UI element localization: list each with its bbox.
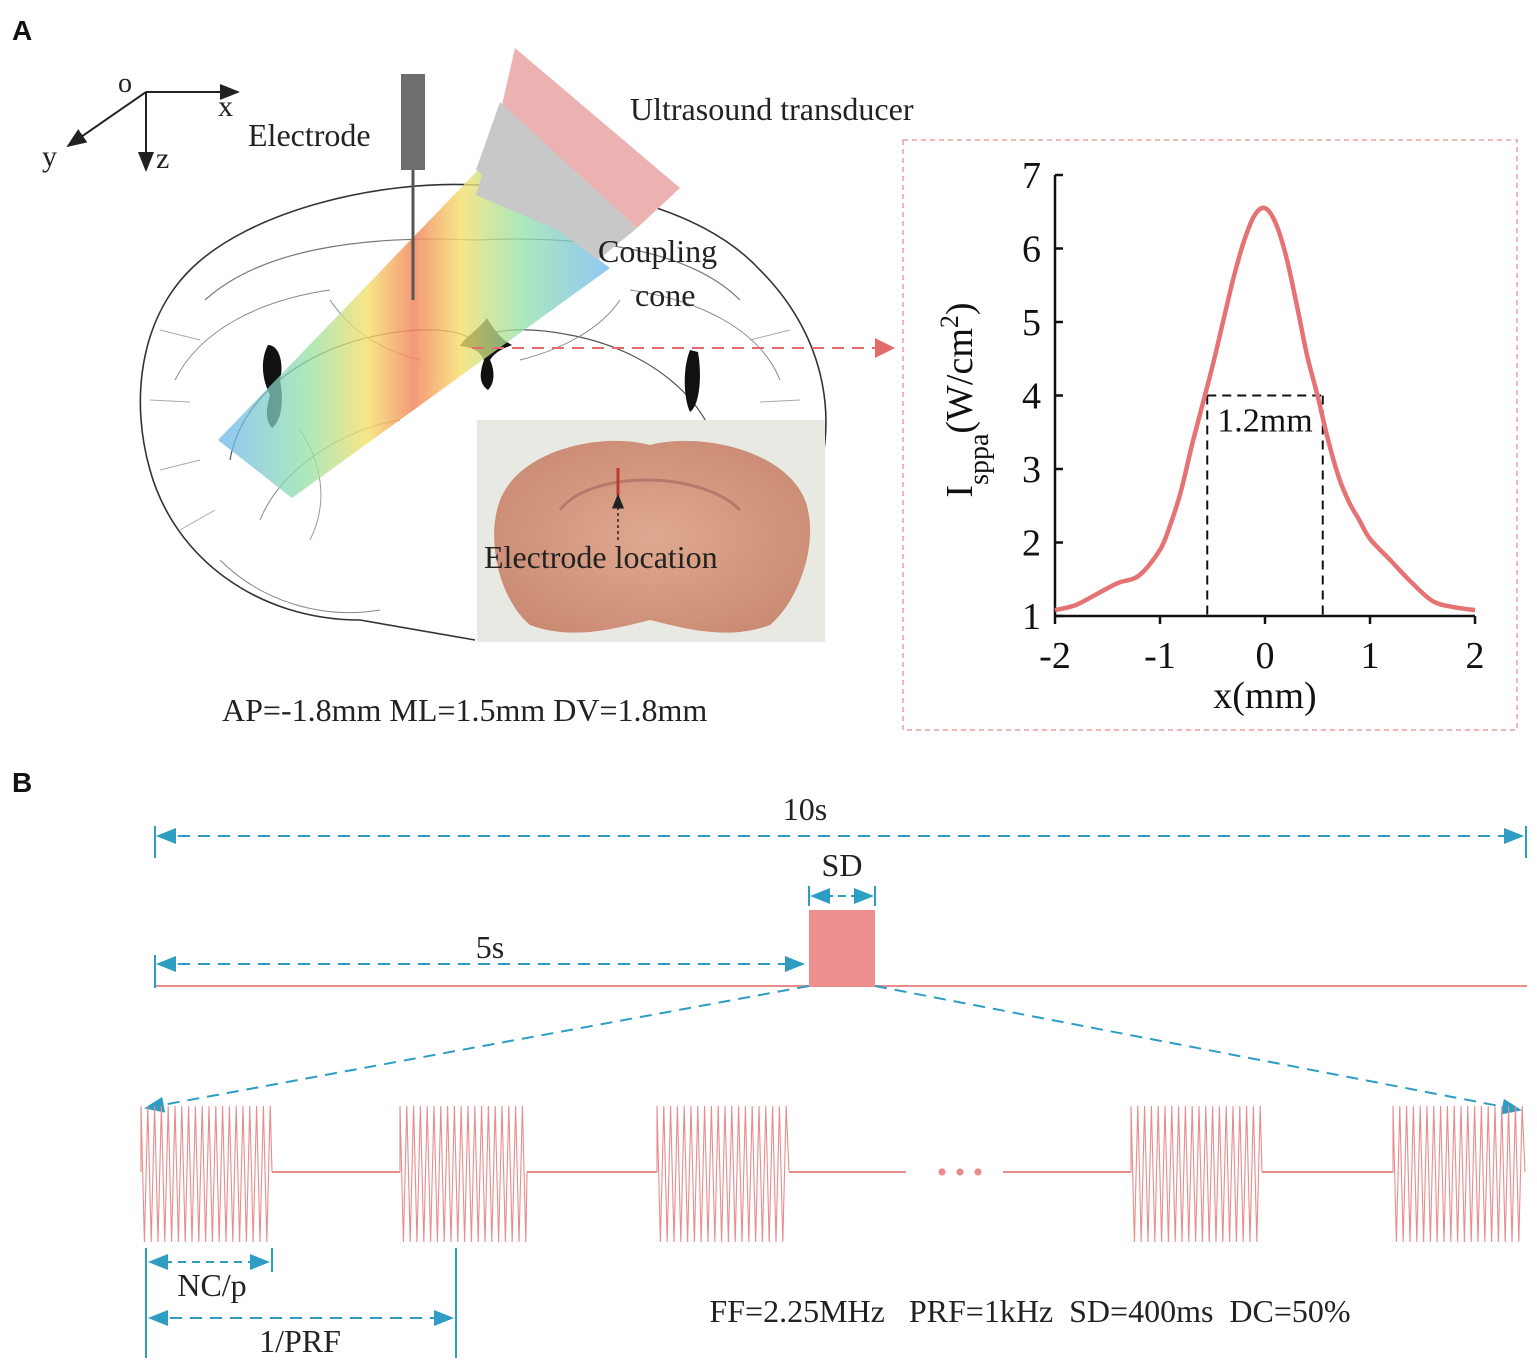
axis-y-label: y [42, 140, 57, 173]
fwhm-label: 1.2mm [1217, 403, 1312, 440]
panel-a-label: A [12, 15, 32, 46]
total-duration-label: 10s [783, 791, 827, 827]
stereotaxic-coordinates: AP=-1.8mm ML=1.5mm DV=1.8mm [222, 692, 707, 728]
x-tick-label: -2 [1039, 635, 1071, 677]
y-axis-title-superscript: 2 [935, 315, 964, 328]
x-tick-label: -1 [1144, 635, 1176, 677]
y-axis-title: Isppa(W/cm2) [935, 302, 995, 497]
y-tick-label: 3 [1022, 449, 1041, 491]
chart-axes [1053, 175, 1475, 618]
axis-origin-label: o [118, 68, 132, 99]
ultrasound-burst [399, 1105, 528, 1243]
intensity-curve [1054, 205, 1476, 613]
ultrasound-beam [218, 170, 610, 498]
coupling-label-line1: Coupling [598, 233, 717, 269]
electrode-label: Electrode [248, 117, 371, 153]
pulse-train-ellipsis: • • • [937, 1156, 984, 1189]
x-tick-label: 1 [1361, 635, 1380, 677]
y-tick-label: 7 [1022, 155, 1041, 197]
y-tick-label: 1 [1022, 596, 1041, 638]
x-axis-title: x(mm) [1213, 675, 1316, 717]
y-tick-label: 4 [1022, 376, 1041, 418]
coordinate-axes [66, 84, 240, 172]
fwhm-annotation: 1.2mm [1206, 394, 1324, 616]
transducer-label: Ultrasound transducer [630, 91, 914, 127]
electrode-location-label: Electrode location [484, 539, 718, 575]
brain-slice-photo [494, 440, 811, 633]
x-tick-label: 0 [1256, 635, 1275, 677]
pulse-train [140, 1105, 1526, 1243]
chart-inset-frame [902, 139, 1518, 731]
stimulation-parameters: FF=2.25MHz PRF=1kHz SD=400ms DC=50% [709, 1293, 1350, 1329]
panel-b-label: B [12, 767, 32, 798]
y-tick-label: 5 [1022, 302, 1041, 344]
ultrasound-burst [1392, 1105, 1526, 1243]
y-axis-title-close: ) [939, 302, 981, 315]
nc-label: NC/p [177, 1267, 246, 1303]
y-axis-title-unit: (W/cm [939, 328, 981, 434]
prf-period-label: 1/PRF [259, 1323, 341, 1359]
coupling-label-line2: cone [635, 277, 695, 313]
ultrasound-burst [1130, 1105, 1263, 1243]
y-axis-title-main: I [939, 485, 981, 498]
svg-text:Isppa(W/cm2): Isppa(W/cm2) [935, 302, 995, 497]
sd-label: SD [822, 847, 863, 883]
zoom-arrow-left [144, 985, 810, 1113]
axis-x-label: x [218, 90, 233, 123]
x-tick-group: -2 -1 0 1 2 [1039, 616, 1485, 677]
sonication-pulse-block [809, 910, 875, 986]
y-tick-label: 2 [1022, 523, 1041, 565]
axis-z-label: z [156, 142, 169, 175]
transducer-housing [476, 102, 637, 260]
electrode-body [401, 74, 425, 170]
zoom-arrow-right [874, 985, 1522, 1115]
onset-label: 5s [476, 929, 504, 965]
lateral-ventricle-right [684, 350, 700, 412]
y-axis-title-subscript: sppa [964, 433, 995, 485]
ultrasound-burst [140, 1105, 273, 1243]
y-tick-label: 6 [1022, 229, 1041, 271]
x-tick-label: 2 [1466, 635, 1485, 677]
y-tick-group: 1 2 3 4 5 6 7 [1022, 155, 1063, 638]
ultrasound-transducer [502, 48, 680, 228]
slice-hippocampus-outline [558, 478, 742, 512]
ultrasound-burst [656, 1105, 790, 1243]
